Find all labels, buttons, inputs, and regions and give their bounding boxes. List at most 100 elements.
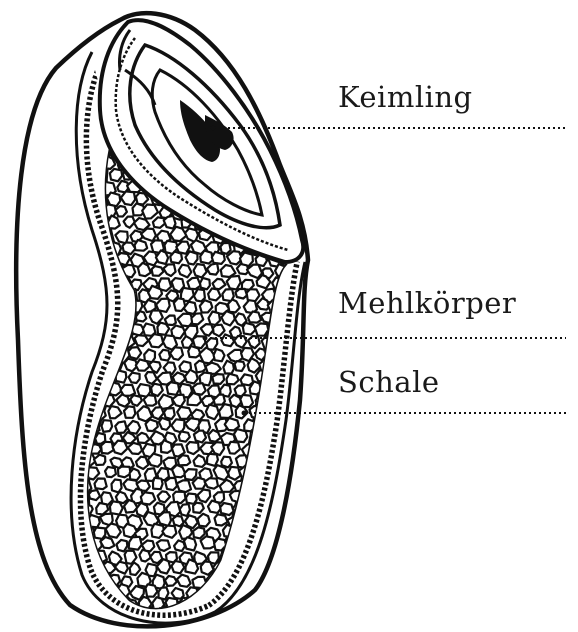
endosperm-cell	[186, 251, 198, 264]
endosperm-cell	[276, 551, 288, 563]
endosperm-cell	[228, 442, 240, 454]
endosperm-cell	[177, 480, 191, 492]
endosperm-cell	[157, 323, 169, 335]
endosperm-cell	[223, 361, 234, 374]
endosperm-cell	[285, 611, 298, 624]
endosperm-cell	[149, 334, 164, 347]
endosperm-cell	[228, 467, 240, 480]
endosperm-cell	[148, 286, 162, 299]
endosperm-cell	[188, 346, 201, 357]
endosperm-cell	[172, 561, 185, 573]
endosperm-cell	[145, 372, 157, 384]
endosperm-cell	[240, 395, 253, 407]
endosperm-cell	[121, 191, 135, 205]
endosperm-cell	[235, 361, 245, 371]
endosperm-cell	[112, 480, 122, 493]
endosperm-cell	[209, 312, 221, 325]
endosperm-cell	[159, 418, 170, 430]
endosperm-cell	[89, 490, 100, 500]
endosperm-cell	[288, 574, 302, 587]
endosperm-cell	[124, 406, 135, 418]
endosperm-cell	[187, 442, 199, 454]
endosperm-cell	[146, 419, 158, 431]
endosperm-cell	[208, 288, 220, 300]
endosperm-cell	[193, 478, 206, 489]
endosperm-cell	[255, 323, 268, 335]
endosperm-cell	[291, 502, 305, 515]
leader-dot-embryo	[211, 126, 216, 131]
endosperm-cell	[205, 478, 218, 489]
endosperm-cell	[227, 374, 239, 385]
endosperm-cell	[179, 431, 190, 441]
endosperm-cell	[184, 537, 196, 550]
endosperm-cell	[212, 374, 224, 384]
endosperm-cell	[105, 467, 116, 477]
endosperm-cell	[293, 145, 305, 155]
endosperm-cell	[146, 584, 158, 596]
endosperm-cell	[170, 252, 182, 264]
endosperm-cell	[235, 289, 247, 299]
endosperm-cell	[139, 550, 150, 562]
endosperm-cell	[221, 457, 232, 468]
endosperm-cell	[115, 421, 127, 433]
endosperm-cell	[165, 478, 177, 490]
endosperm-cell	[194, 431, 206, 443]
endosperm-cell	[128, 347, 141, 359]
label-husk: Schale	[338, 365, 440, 399]
endosperm-cell	[278, 573, 292, 586]
endosperm-cell	[241, 608, 254, 622]
endosperm-cell	[227, 276, 241, 290]
endosperm-cell	[186, 494, 197, 504]
endosperm-cell	[201, 536, 216, 548]
endosperm-cell	[221, 311, 234, 325]
leader-dot-husk	[242, 411, 247, 416]
endosperm-cell	[130, 395, 142, 406]
endosperm-cell	[284, 561, 297, 572]
endosperm-cell	[177, 407, 191, 419]
endosperm-cell	[200, 300, 213, 312]
endosperm-cell	[194, 264, 207, 278]
endosperm-cell	[286, 586, 298, 597]
endosperm-cell	[136, 359, 150, 370]
endosperm-cell	[95, 479, 107, 490]
endosperm-cell	[194, 289, 205, 301]
endosperm-cell	[285, 154, 297, 167]
endosperm-cell	[268, 609, 282, 623]
endosperm-cell	[208, 501, 221, 513]
endosperm-cell	[116, 206, 127, 217]
endosperm-cell	[193, 527, 205, 538]
endosperm-cell	[200, 278, 210, 289]
endosperm-cell	[257, 608, 269, 622]
endosperm-cell	[220, 243, 230, 254]
endosperm-cell	[102, 420, 113, 432]
endosperm-cell	[135, 240, 148, 251]
endosperm-cell	[153, 478, 163, 489]
endosperm-cell	[214, 349, 225, 361]
endosperm-cell	[164, 216, 176, 229]
endosperm-cell	[206, 405, 219, 420]
endosperm-cell	[249, 599, 260, 609]
endosperm-cell	[284, 134, 295, 146]
endosperm-cell	[290, 526, 304, 539]
endosperm-cell	[215, 514, 228, 525]
endosperm-cell	[129, 373, 140, 383]
endosperm-cell	[170, 347, 183, 360]
endosperm-cell	[263, 598, 276, 609]
endosperm-cell	[185, 559, 198, 573]
endosperm-cell	[130, 469, 141, 481]
endosperm-cell	[177, 575, 191, 587]
endosperm-cell	[161, 440, 172, 453]
endosperm-cell	[144, 395, 157, 406]
endosperm-cell	[152, 266, 164, 276]
endosperm-cell	[100, 537, 114, 548]
leader-dot-endosperm	[203, 336, 208, 341]
endosperm-cell	[164, 408, 175, 419]
endosperm-cell	[243, 323, 256, 335]
endosperm-cell	[162, 526, 176, 538]
endosperm-cell	[289, 552, 303, 564]
endosperm-cell	[157, 540, 170, 551]
endosperm-cell	[208, 430, 220, 442]
endosperm-cell	[195, 361, 206, 373]
endosperm-cell	[234, 429, 247, 442]
endosperm-cell	[221, 334, 234, 346]
